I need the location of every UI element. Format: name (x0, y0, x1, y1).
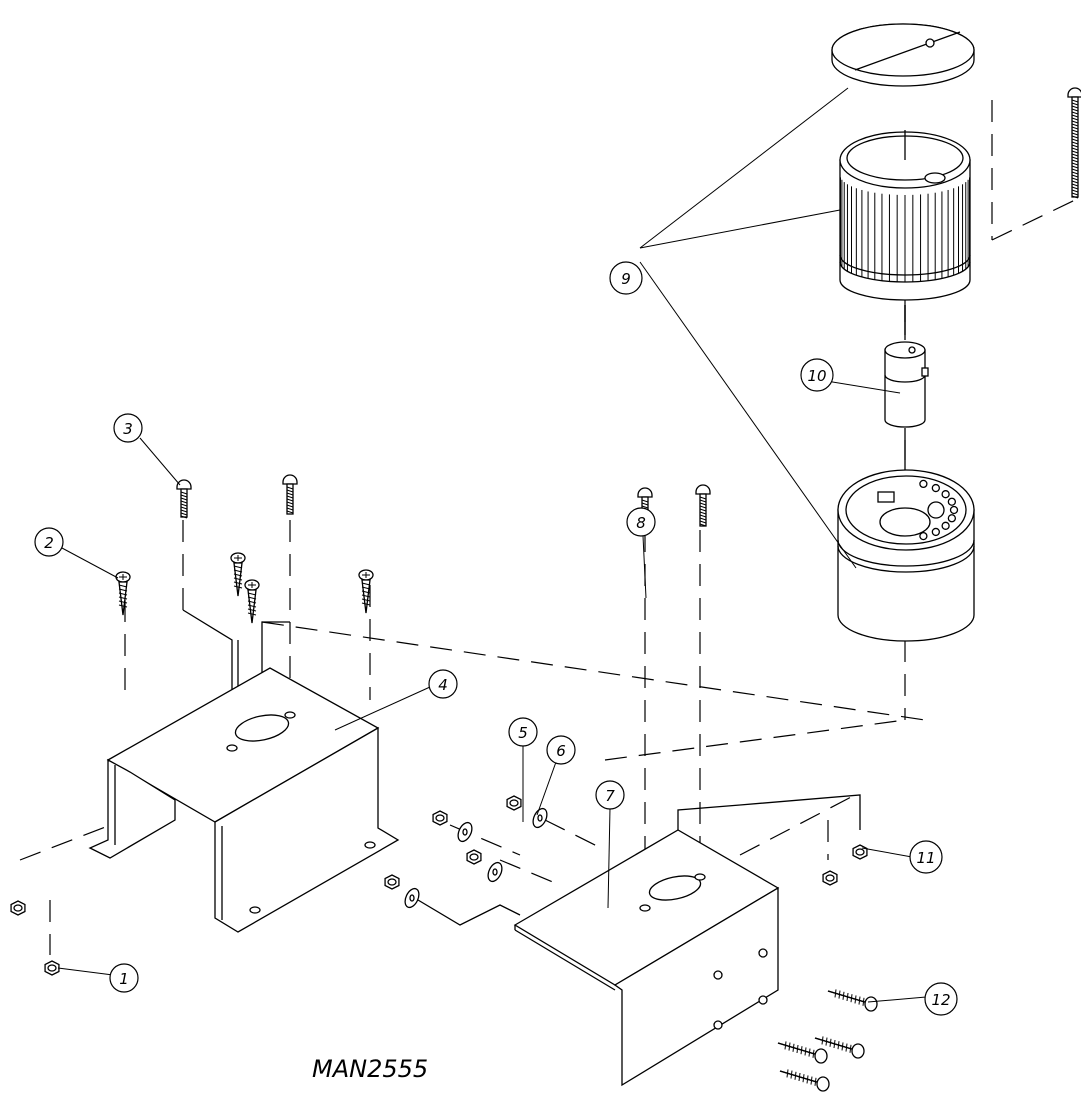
hex-nut (506, 795, 522, 811)
svg-text:8: 8 (636, 514, 646, 532)
drawing-number: MAN2555 (312, 1055, 428, 1083)
hex-nut (384, 874, 400, 890)
svg-text:2: 2 (44, 534, 54, 552)
svg-text:9: 9 (621, 270, 631, 288)
hex-nut (822, 870, 838, 886)
wood-screw (358, 569, 374, 614)
svg-text:7: 7 (605, 787, 615, 805)
beacon-stack-9 (831, 23, 975, 642)
bracket-7-l-bracket (513, 829, 780, 1087)
callout-10: 10 (800, 358, 834, 392)
carriage-bolt (827, 989, 878, 1012)
carriage-bolt (777, 1041, 828, 1064)
hex-nut (852, 844, 868, 860)
callout-12: 12 (924, 982, 958, 1016)
wood-screw (230, 552, 246, 597)
machine-screw (282, 474, 298, 515)
bracket-4-u-channel (88, 667, 400, 933)
callout-5: 5 (508, 717, 538, 747)
hex-nut (10, 900, 26, 916)
callout-7: 7 (595, 780, 625, 810)
callout-11: 11 (909, 840, 943, 874)
callout-6: 6 (546, 735, 576, 765)
flat-washer (404, 887, 420, 909)
wood-screw (244, 579, 260, 624)
svg-text:1: 1 (119, 970, 129, 988)
lamp-socket-10 (884, 305, 929, 470)
flat-washer (487, 861, 503, 883)
callout-3: 3 (113, 413, 143, 443)
svg-text:10: 10 (807, 367, 826, 385)
flat-washer (457, 821, 473, 843)
carriage-bolt (814, 1036, 865, 1059)
machine-screw (695, 484, 711, 527)
wood-screw (115, 571, 131, 616)
callout-8: 8 (626, 507, 656, 537)
beacon-base-module (837, 469, 975, 642)
svg-text:4: 4 (438, 676, 448, 694)
hex-nut (432, 810, 448, 826)
machine-screw (176, 479, 192, 519)
flat-washer (532, 807, 548, 829)
callouts: 1 2 3 4 5 6 7 8 9 10 11 12 (34, 261, 958, 1016)
beacon-lens-module (839, 130, 971, 301)
machine-screw (1067, 87, 1081, 199)
hex-nut (44, 960, 60, 976)
svg-text:3: 3 (123, 420, 133, 438)
svg-text:12: 12 (931, 991, 950, 1009)
callout-2: 2 (34, 527, 64, 557)
callout-4: 4 (428, 669, 458, 699)
svg-text:11: 11 (916, 849, 935, 867)
callout-1: 1 (109, 963, 139, 993)
fasteners (10, 87, 1081, 1092)
beacon-top-cap (831, 23, 975, 87)
leader-lines (57, 87, 927, 1003)
callout-9: 9 (609, 261, 643, 295)
carriage-bolt (779, 1069, 830, 1092)
svg-text:6: 6 (556, 742, 566, 760)
svg-text:5: 5 (518, 724, 528, 742)
hex-nut (466, 849, 482, 865)
